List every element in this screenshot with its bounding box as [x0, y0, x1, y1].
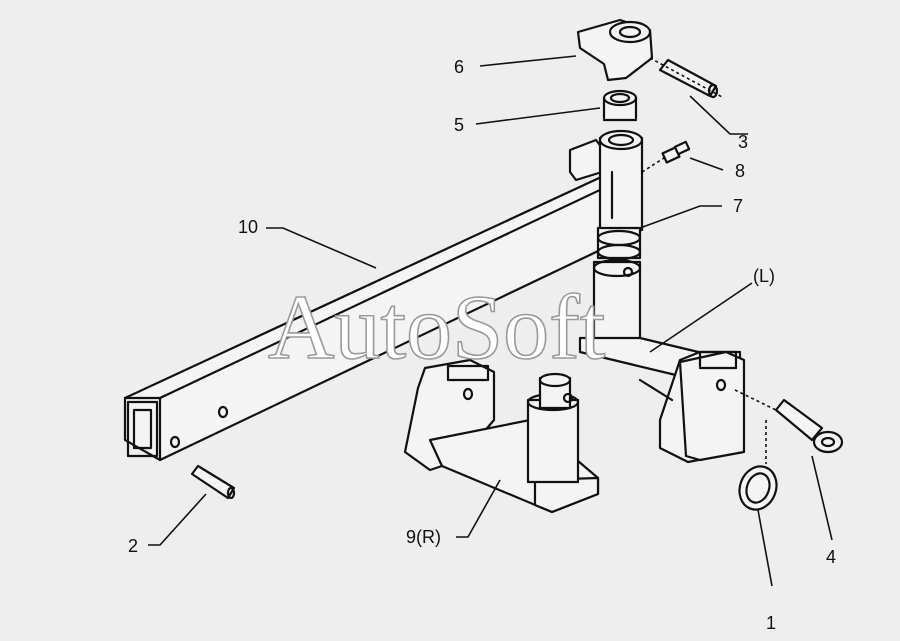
callout-7: 7: [733, 196, 743, 216]
leader-lines: [148, 55, 833, 587]
foot-bracket-left: [578, 336, 746, 464]
alignment-lines: [641, 57, 777, 464]
callout-8: 8: [735, 161, 745, 181]
callout-10: 10: [238, 217, 258, 237]
foot-bracket-right: [403, 358, 600, 514]
callout-L: (L): [753, 266, 775, 286]
pin-part-2: [190, 464, 236, 500]
grease-nipple-part-8: [661, 140, 691, 164]
pivot-pin-part-7: [592, 226, 642, 352]
snap-ring-part-1: [738, 465, 778, 511]
callout-2: 2: [128, 536, 138, 556]
callout-3: 3: [738, 132, 748, 152]
callout-1: 1: [766, 613, 776, 633]
hitch-pin-part-4: [774, 398, 844, 454]
post-housing: [598, 129, 644, 232]
callout-9R: 9(R): [406, 527, 441, 547]
callout-4: 4: [826, 547, 836, 567]
callout-6: 6: [454, 57, 464, 77]
callout-5: 5: [454, 115, 464, 135]
locking-lever-part-6: [576, 18, 654, 82]
bushing-part-5: [602, 89, 638, 122]
watermark-text: AutoSoft: [268, 276, 606, 378]
